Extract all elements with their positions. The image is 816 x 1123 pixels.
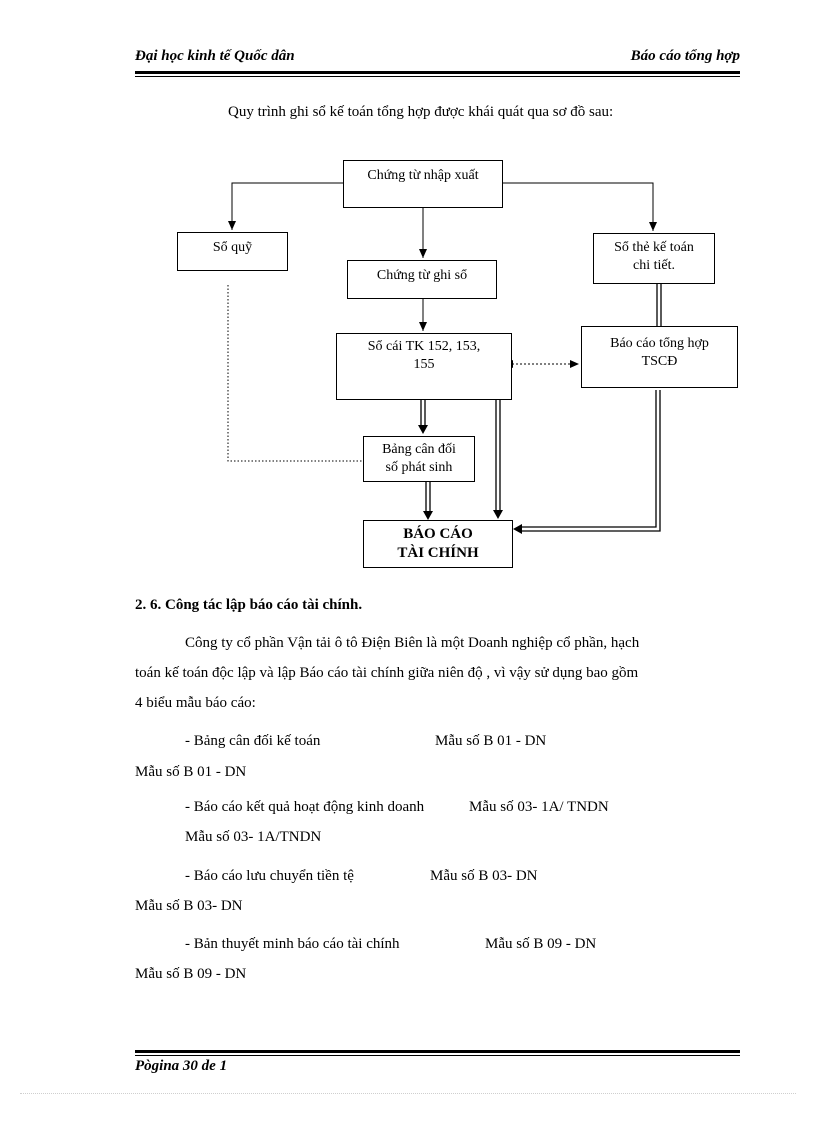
box-chung-tu-ghi-so: Chứng từ ghi sổ	[347, 260, 497, 299]
box-label-line2: TSCĐ	[641, 354, 678, 369]
report-form-wrap: Mẫu số B 01 - DN	[135, 764, 247, 780]
footer-rule-thick	[135, 1050, 740, 1053]
arrow-tong-hop-to-bao-cao	[513, 524, 522, 534]
box-label: Chứng từ nhập xuất	[367, 168, 479, 183]
paragraph-line-3: 4 biểu mẫu báo cáo:	[135, 695, 256, 711]
report-form-wrap: Mẫu số 03- 1A/TNDN	[185, 829, 322, 845]
report-form: Mẫu số 03- 1A/ TNDN	[469, 799, 609, 815]
section-title: 2. 6. Công tác lập báo cáo tài chính.	[135, 597, 363, 613]
report-form-wrap: Mẫu số B 09 - DN	[135, 966, 247, 982]
box-bao-cao-tai-chinh: BÁO CÁO TÀI CHÍNH	[363, 520, 513, 568]
box-label-line1: BÁO CÁO	[403, 526, 473, 542]
report-form: Mẫu số B 01 - DN	[435, 733, 547, 749]
report-name: - Báo cáo lưu chuyển tiền tệ	[185, 868, 354, 884]
box-bang-can-doi: Bảng cân đối số phát sinh	[363, 436, 475, 482]
dotted-link-so-quy	[227, 285, 362, 462]
box-label-line1: Báo cáo tổng hợp	[610, 336, 709, 351]
header-right-title: Báo cáo tổng hợp	[630, 48, 740, 64]
box-label: Sổ quỹ	[212, 240, 253, 255]
header-rule-thick	[135, 71, 740, 74]
box-label-line1: Sổ thẻ kế toán	[614, 240, 694, 255]
box-so-quy: Sổ quỹ	[177, 232, 288, 271]
paragraph: Công ty cổ phần Vận tải ô tô Điện Biên l…	[135, 628, 740, 718]
paragraph-line-1: Công ty cổ phần Vận tải ô tô Điện Biên l…	[185, 635, 640, 651]
footer-rule-thin	[135, 1055, 740, 1056]
report-name: - Bản thuyết minh báo cáo tài chính	[185, 936, 400, 952]
box-so-the-ke-toan: Sổ thẻ kế toán chi tiết.	[593, 233, 715, 284]
intro-text: Quy trình ghi sổ kế toán tổng hợp được k…	[228, 104, 614, 120]
box-label-line1: Sổ cái TK 152, 153,	[367, 339, 481, 354]
box-chung-tu-nhap-xuat: Chứng từ nhập xuất	[343, 160, 503, 208]
arrow-so-cai-to-bao-cao-tai-chinh	[493, 510, 503, 519]
report-form-wrap: Mẫu số B 03- DN	[135, 898, 243, 914]
paragraph-line-2: toán kế toán độc lập và lập Báo cáo tài …	[135, 665, 639, 681]
header-left-title: Đại học kinh tế Quốc dân	[135, 48, 295, 64]
report-form: Mẫu số B 03- DN	[430, 868, 538, 884]
report-name: - Bảng cân đối kế toán	[185, 733, 321, 749]
box-label-line2: 155	[413, 357, 435, 372]
box-label: Chứng từ ghi sổ	[376, 268, 468, 283]
header-rule-thin	[135, 76, 740, 77]
box-label-line2: TÀI CHÍNH	[397, 545, 479, 561]
box-label-line2: chi tiết.	[633, 258, 675, 273]
arrow-bang-can-doi-to-bao-cao	[423, 511, 433, 520]
arrow-to-so-quy	[228, 182, 343, 230]
box-so-cai: Sổ cái TK 152, 153, 155	[336, 333, 512, 400]
arrow-to-so-the	[503, 182, 657, 231]
box-label-line2: số phát sinh	[385, 460, 453, 475]
box-label-line1: Bảng cân đối	[382, 442, 456, 457]
page-number: Pògina 30 de 1	[135, 1058, 228, 1074]
report-form: Mẫu số B 09 - DN	[485, 936, 597, 952]
arrow-so-cai-to-bang-can-doi	[418, 425, 428, 434]
box-bao-cao-tong-hop: Báo cáo tổng hợp TSCĐ	[581, 326, 738, 388]
report-name: - Báo cáo kết quả hoạt động kinh doanh	[185, 799, 425, 815]
page-edge-dotted-line	[20, 1093, 796, 1094]
